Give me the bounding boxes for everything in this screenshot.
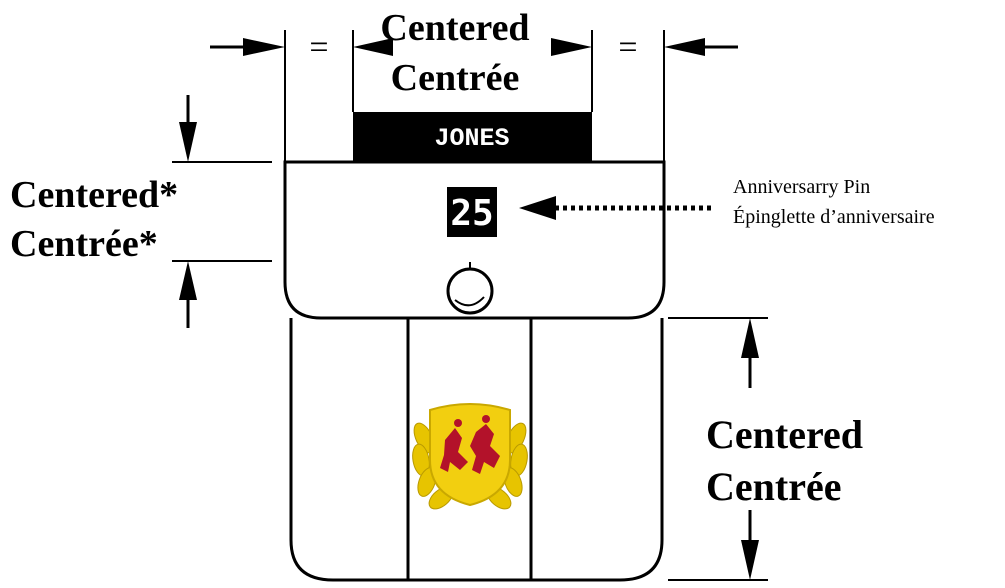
gold-laurel-crest-icon xyxy=(412,403,528,510)
pin-label-en: Anniversarry Pin xyxy=(733,176,870,198)
pin-number: 25 xyxy=(450,193,493,234)
top-label-en: Centered xyxy=(380,7,529,49)
flap-outline xyxy=(283,160,666,320)
crest-emblem xyxy=(440,415,500,474)
top-arrow-right-outer-head xyxy=(664,38,705,56)
left-label-fr: Centrée* xyxy=(10,223,158,265)
pocket-flap xyxy=(283,160,666,320)
right-arrow-bottom-head xyxy=(741,540,759,580)
top-label-fr: Centrée xyxy=(391,57,520,99)
top-arrow-left-inner-head xyxy=(353,38,393,56)
right-arrow-top-head xyxy=(741,318,759,358)
anniversary-pin: 25 Anniversarry Pin Épinglette d’anniver… xyxy=(447,176,935,237)
top-arrow-left-outer-head xyxy=(243,38,285,56)
left-arrow-top-head xyxy=(179,122,197,162)
name-bar-background xyxy=(353,112,592,162)
pocket-outline xyxy=(289,318,664,582)
left-arrow-bottom-head xyxy=(179,261,197,300)
right-label-en: Centered xyxy=(706,412,863,457)
left-dimension: Centered* Centrée* xyxy=(10,95,272,328)
top-dimension: = = Centered Centrée xyxy=(210,7,738,165)
top-equal-mark-right: = xyxy=(618,29,637,66)
pin-label-fr: Épinglette d’anniversaire xyxy=(733,205,935,228)
right-label-fr: Centrée xyxy=(706,464,841,509)
flap-button-highlight xyxy=(454,296,485,307)
pocket-body xyxy=(289,318,664,582)
name-bar: JONES xyxy=(353,112,592,162)
right-dimension: Centered Centrée xyxy=(668,317,863,581)
left-label-en: Centered* xyxy=(10,174,178,216)
pin-badge xyxy=(447,187,497,237)
top-arrow-right-inner-head xyxy=(551,38,592,56)
pin-pointer-head xyxy=(519,196,556,220)
name-bar-text: JONES xyxy=(434,124,509,153)
top-equal-mark-left: = xyxy=(309,29,328,66)
flap-button xyxy=(446,267,494,315)
